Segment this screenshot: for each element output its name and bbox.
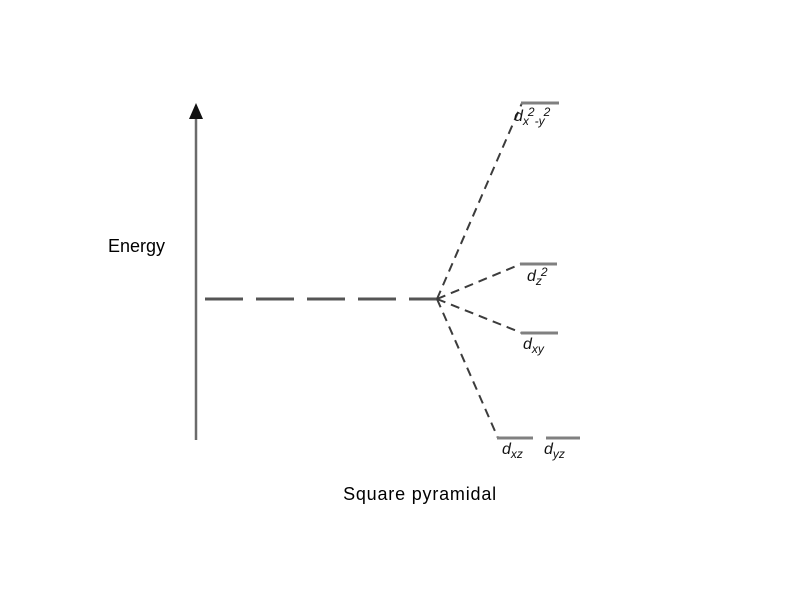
fan-line-dx2-y2 — [436, 102, 523, 300]
orbital-label-segment: 2 — [527, 105, 535, 119]
energy-axis-label: Energy — [108, 236, 166, 256]
orbital-label-dx2-y2: dx2-y2 — [514, 106, 550, 128]
fan-line-dxz — [436, 298, 499, 439]
diagram-caption: Square pyramidal — [343, 484, 497, 504]
orbital-label-dyz: dyz — [544, 441, 565, 461]
orbital-label-segment: d — [527, 268, 536, 285]
orbital-label-dxy: dxy — [523, 336, 544, 356]
orbital-label-segment: x — [522, 114, 529, 128]
fan-line-dz2 — [436, 263, 522, 300]
orbital-label-segment: d — [544, 441, 553, 458]
orbital-label-segment: d — [514, 108, 523, 125]
orbital-label-segment: z — [535, 274, 542, 288]
orbital-label-dz2: dz2 — [527, 266, 548, 288]
orbital-label-segment: yz — [552, 447, 565, 461]
energy-axis-arrowhead-icon — [189, 103, 203, 119]
orbital-label-segment: xz — [510, 447, 523, 461]
orbital-label-segment: 2 — [543, 105, 551, 119]
orbital-label-segment: xy — [531, 342, 544, 356]
orbital-label-dxz: dxz — [502, 441, 523, 461]
orbital-label-segment: d — [502, 441, 511, 458]
fan-line-dxy — [436, 298, 523, 334]
orbital-label-segment: d — [523, 336, 532, 353]
orbital-label-segment: -y — [534, 114, 545, 128]
orbital-label-segment: 2 — [540, 265, 548, 279]
